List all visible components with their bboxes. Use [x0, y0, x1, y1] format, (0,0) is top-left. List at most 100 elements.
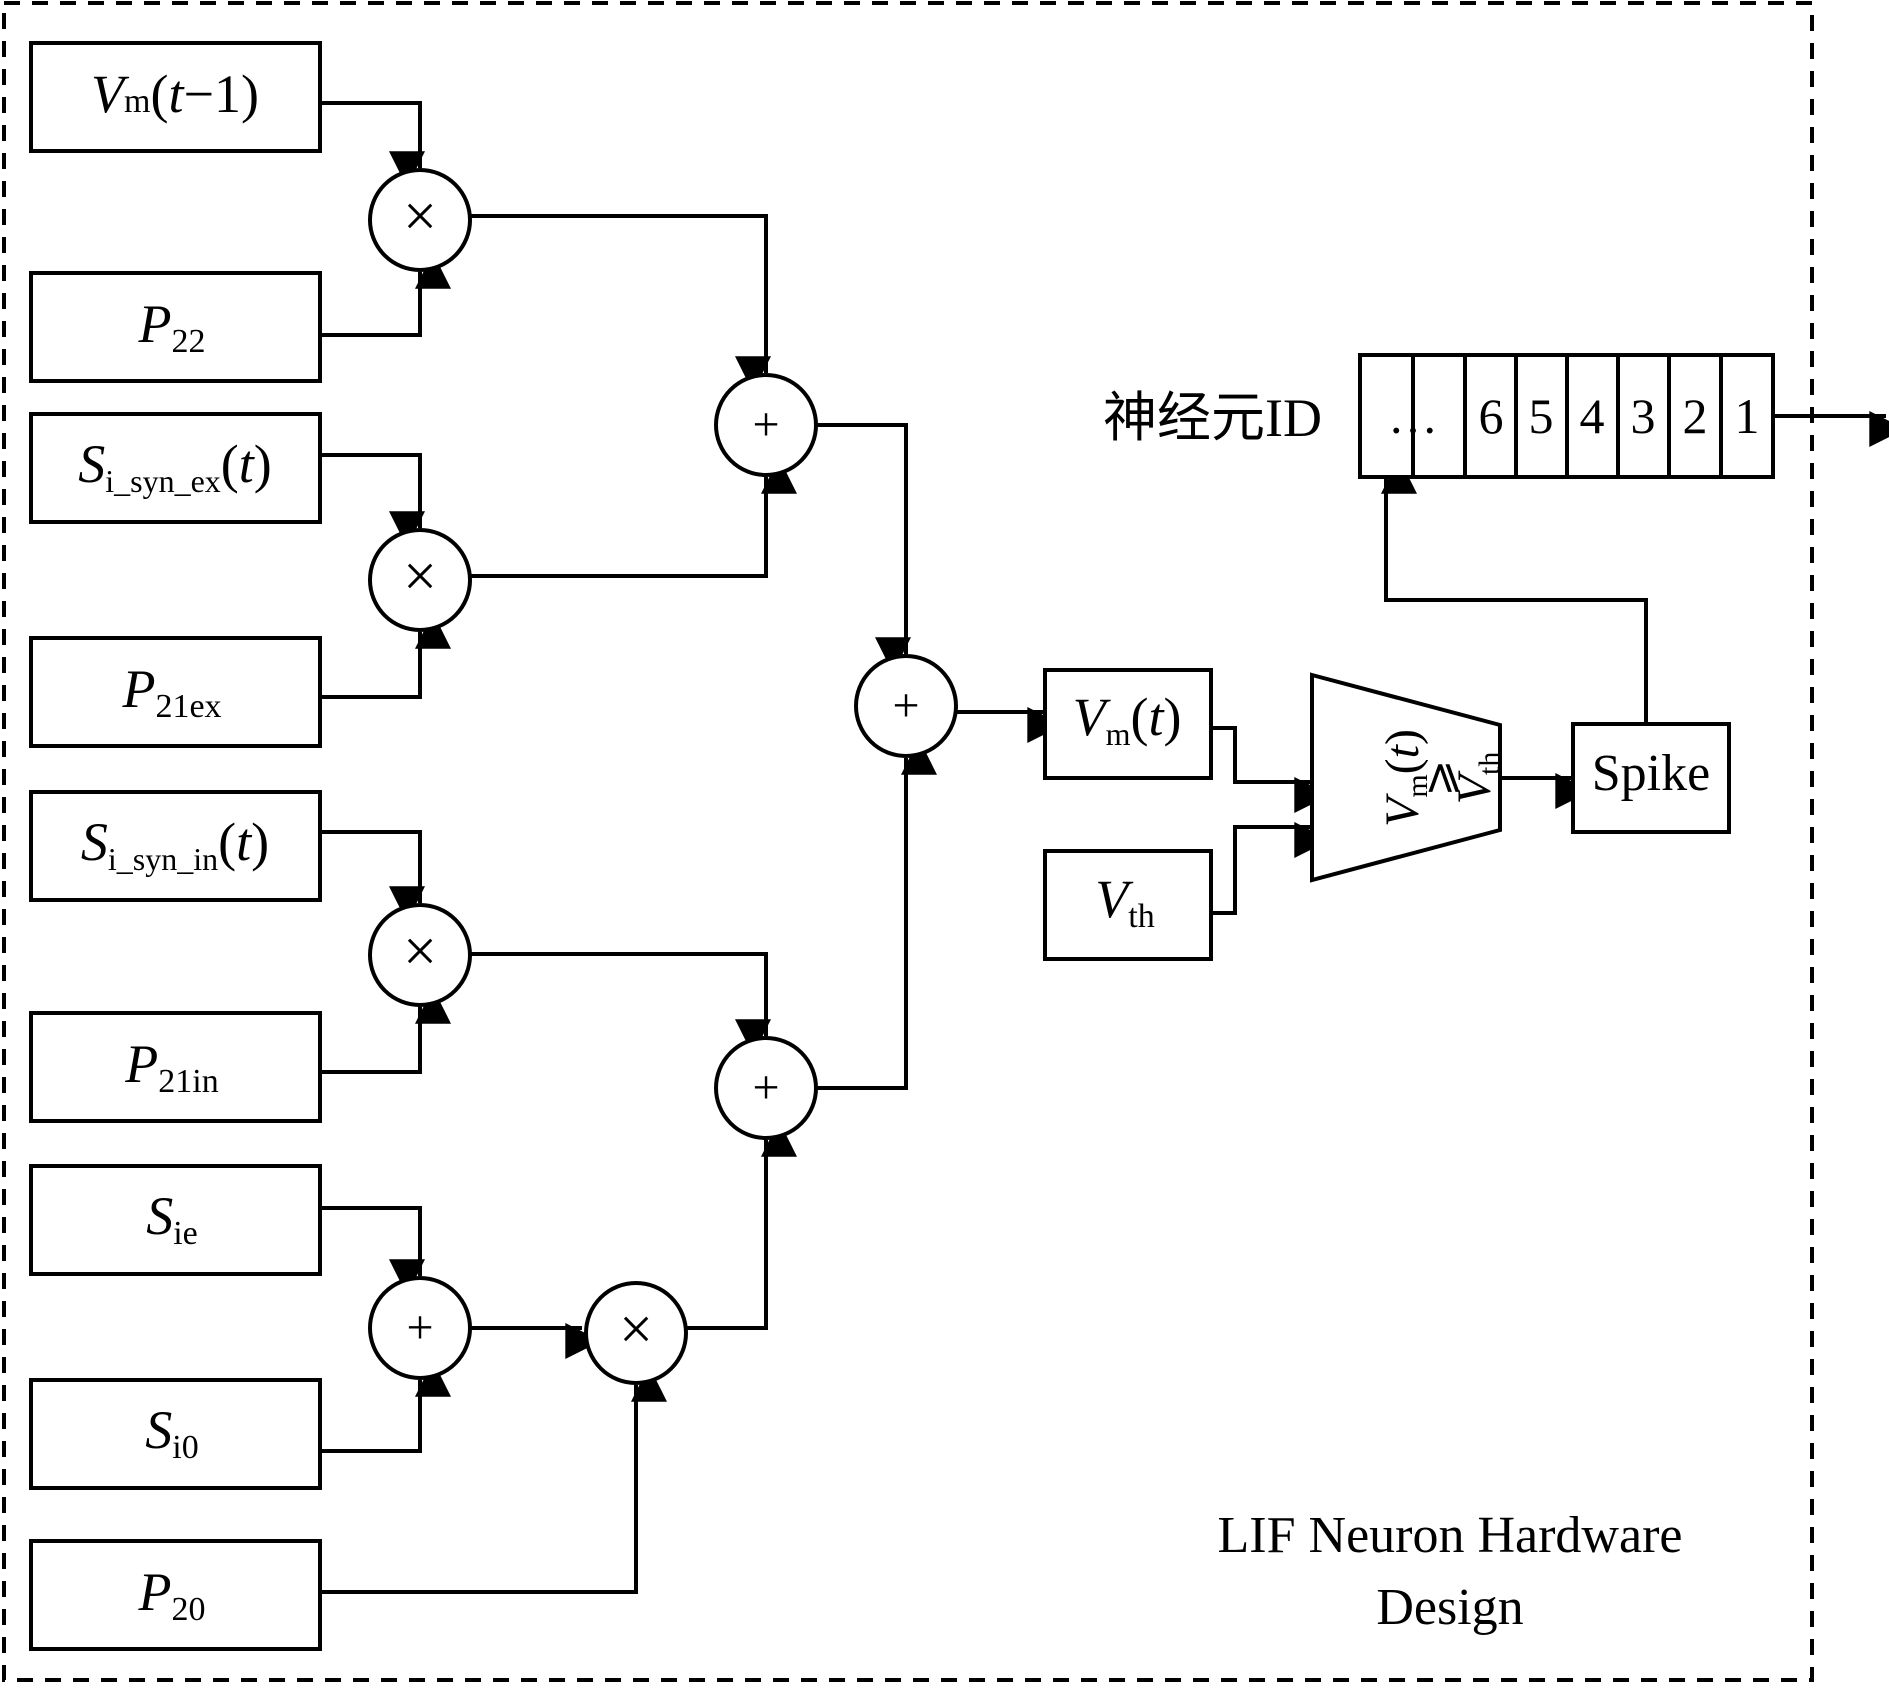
svg-text:Vm(t−1): Vm(t−1)	[91, 64, 259, 124]
block-vm-t-main: V	[1073, 687, 1112, 747]
block-p21ex-main: P	[121, 659, 155, 719]
block-s-syn-in-main: S	[81, 812, 108, 872]
adder-2: +	[714, 1036, 818, 1140]
svg-text:P21in: P21in	[124, 1034, 218, 1100]
svg-text:P20: P20	[138, 1562, 206, 1628]
wire-p21ex-to-mul2	[320, 612, 451, 699]
block-p22-main: P	[138, 294, 172, 354]
svg-text:Si0: Si0	[145, 1400, 198, 1466]
wire-vm-prev-to-mul1	[320, 101, 425, 188]
wire-vth-to-comparator	[1211, 822, 1331, 915]
block-s-syn-in-var: t	[236, 812, 253, 872]
wire-p21in-to-mul3	[320, 987, 451, 1074]
queue-cell-ellipsis: …	[1388, 388, 1438, 444]
comparator-rhs-sub: th	[1473, 752, 1506, 775]
block-s-syn-ex-rest: )	[254, 434, 272, 494]
block-vm-prev-sub: m	[124, 83, 150, 120]
svg-text:Vth: Vth	[1448, 752, 1506, 805]
queue-cell-2: 2	[1683, 388, 1708, 444]
block-s-syn-in-sub: i_syn_in	[108, 841, 218, 877]
block-vm-t-open: (	[1130, 687, 1148, 747]
wire-s-syn-in-to-mul3	[320, 830, 425, 923]
wires	[320, 101, 1889, 1594]
adder-4-symbol: +	[406, 1301, 433, 1354]
block-p21in: P21in	[29, 1011, 322, 1123]
block-s-syn-in: Si_syn_in(t)	[29, 790, 322, 902]
block-v-th: Vth	[1043, 849, 1213, 961]
svg-text:Si_syn_in(t): Si_syn_in(t)	[81, 812, 269, 877]
svg-text:Vm(t): Vm(t)	[1376, 729, 1434, 827]
module-boundary	[2, 1, 1814, 1682]
spike-label: Spike	[1592, 745, 1710, 802]
queue-cell-5: 5	[1529, 388, 1554, 444]
wire-add2-to-add3	[816, 738, 937, 1090]
block-v-th-main: V	[1095, 869, 1134, 929]
wire-mul1-to-add1	[470, 214, 771, 393]
block-p21ex-sub: 21ex	[155, 688, 221, 725]
block-vm-prev-rest: −1)	[184, 64, 259, 124]
wire-mul4-to-add2	[686, 1120, 797, 1330]
block-s-i0-main: S	[145, 1400, 172, 1460]
block-vm-t-var: t	[1148, 687, 1165, 747]
block-s-ie-main: S	[146, 1186, 173, 1246]
block-vm-t-sub: m	[1106, 716, 1131, 752]
svg-text:Si_syn_ex(t): Si_syn_ex(t)	[78, 434, 272, 499]
adder-1: +	[714, 373, 818, 477]
comparator-lhs-var: t	[1376, 743, 1429, 758]
block-vm-t: Vm(t)	[1043, 668, 1213, 780]
neuron-id-queue: 神经元ID … 6 5 4 3 2 1	[1103, 353, 1775, 479]
queue-cell-6: 6	[1479, 388, 1504, 444]
svg-text:P21ex: P21ex	[121, 659, 221, 725]
wire-p22-to-mul1	[320, 252, 451, 337]
block-s-ie-sub: ie	[173, 1215, 198, 1252]
svg-text:Vth: Vth	[1095, 869, 1154, 935]
comparator-rhs-main: V	[1448, 770, 1501, 804]
wire-add1-to-add3	[816, 423, 911, 674]
comparator-lhs-sub: m	[1401, 774, 1434, 797]
block-s-syn-ex-main: S	[78, 434, 105, 494]
block-p20-main: P	[138, 1562, 172, 1622]
block-s-syn-in-rest: )	[251, 812, 269, 872]
queue-cell-1: 1	[1735, 388, 1760, 444]
wire-s-i0-to-add4	[320, 1360, 451, 1453]
comparator-lhs-close: )	[1376, 729, 1429, 745]
svg-text:Sie: Sie	[146, 1186, 198, 1252]
wire-spike-to-queue	[1381, 457, 1648, 723]
comparator-lhs-open: (	[1376, 758, 1429, 774]
multiplier-2-symbol: ×	[403, 543, 437, 609]
multiplier-2: ×	[368, 528, 472, 632]
block-s-syn-ex-open: (	[221, 434, 239, 494]
block-p22-sub: 22	[172, 323, 206, 360]
block-p20: P20	[29, 1539, 322, 1651]
svg-text:Vm(t): Vm(t)	[1073, 687, 1182, 752]
caption-line-2: Design	[1376, 1579, 1523, 1636]
comparator-relation: ⩾	[1415, 760, 1464, 797]
spike-block: Spike	[1571, 722, 1731, 834]
wire-p20-to-mul4	[320, 1365, 667, 1594]
block-p21in-sub: 21in	[158, 1063, 218, 1100]
wire-vm-t-to-comparator	[1211, 726, 1331, 813]
svg-text:P22: P22	[138, 294, 206, 360]
multiplier-1-symbol: ×	[403, 183, 437, 249]
block-vm-prev-var: t	[168, 64, 185, 124]
block-s-syn-ex-var: t	[239, 434, 256, 494]
block-p21in-main: P	[124, 1034, 158, 1094]
block-s-syn-ex: Si_syn_ex(t)	[29, 412, 322, 524]
block-s-i0: Si0	[29, 1378, 322, 1490]
block-s-ie: Sie	[29, 1164, 322, 1276]
wire-mul2-to-add1	[470, 457, 797, 578]
block-vm-prev: Vm(t−1)	[29, 41, 322, 153]
block-s-i0-sub: i0	[172, 1429, 198, 1466]
adder-4: +	[368, 1276, 472, 1380]
adder-3: +	[854, 654, 958, 758]
adder-3-symbol: +	[892, 679, 919, 732]
multiplier-1: ×	[368, 168, 472, 272]
block-v-th-sub: th	[1128, 898, 1154, 935]
comparator-lhs-main: V	[1376, 793, 1429, 827]
neuron-id-label: 神经元ID	[1103, 388, 1322, 448]
wire-s-syn-ex-to-mul2	[320, 453, 425, 548]
block-vm-prev-open: (	[151, 64, 169, 124]
adder-2-symbol: +	[752, 1061, 779, 1114]
block-p21ex: P21ex	[29, 636, 322, 748]
